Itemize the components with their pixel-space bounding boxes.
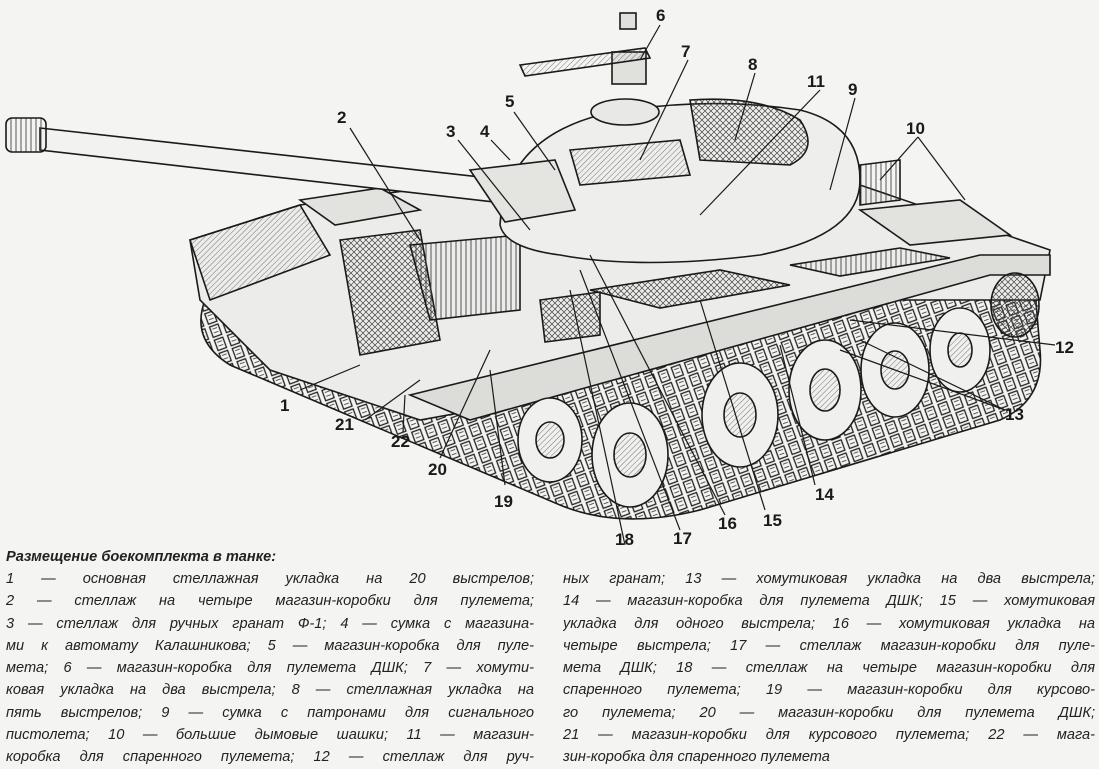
callout-20: 20 — [428, 460, 447, 479]
callout-8: 8 — [748, 55, 757, 74]
callout-22: 22 — [391, 432, 410, 451]
callout-21: 21 — [335, 415, 354, 434]
caption-line: 14 — магазин-коробка для пулемета ДШК; 1… — [563, 593, 1095, 610]
callout-16: 16 — [718, 514, 737, 533]
callout-3: 3 — [446, 122, 455, 141]
caption-title: Размещение боекомплекта в танке: — [6, 549, 277, 565]
figure-caption: Размещение боекомплекта в танке: 1 — осн… — [6, 546, 1096, 765]
caption-line: 1 — основная стеллажная укладка на 20 вы… — [6, 571, 534, 587]
tank-cutaway-illustration: 1 2 3 4 5 6 7 8 9 10 11 12 13 14 15 16 1… — [5, 6, 1074, 545]
callout-5: 5 — [505, 92, 514, 111]
tank-hull — [188, 169, 1051, 520]
caption-line: мета ДШК; 18 — стеллаж на четыре магазин… — [563, 660, 1095, 677]
callout-2: 2 — [337, 108, 346, 127]
callout-10: 10 — [906, 119, 925, 138]
caption-line: зин-коробка для спаренного пулемета — [563, 749, 830, 766]
callout-1: 1 — [280, 396, 289, 415]
callout-19: 19 — [494, 492, 513, 511]
callout-labels: 1 2 3 4 5 6 7 8 9 10 11 12 13 14 15 16 1… — [280, 6, 1074, 545]
callout-11: 11 — [807, 72, 825, 91]
caption-line: ми к автомату Калашникова; 5 — магазин-к… — [6, 637, 534, 654]
tank-turret — [499, 12, 901, 264]
caption-line: 2 — стеллаж на четыре магазин-коробки дл… — [6, 593, 534, 610]
caption-line: пять выстрелов; 9 — сумка с патронами дл… — [6, 704, 534, 721]
caption-line: го пулемета; 20 — магазин-коробки для пу… — [563, 704, 1095, 721]
caption-left-column: 1 — основная стеллажная укладка на 20 вы… — [6, 568, 534, 769]
caption-line: спаренного пулемета; 19 — магазин-коробк… — [563, 682, 1095, 699]
callout-6: 6 — [656, 6, 665, 25]
caption-line: ковая укладка на два выстрела; 8 — стелл… — [6, 682, 534, 699]
callout-14: 14 — [815, 485, 834, 504]
caption-line: 3 — стеллаж для ручных гранат Ф-1; 4 — с… — [6, 615, 534, 632]
caption-line: пистолета; 10 — большие дымовые шашки; 1… — [6, 727, 534, 744]
caption-line: 21 — магазин-коробки для курсового пулем… — [563, 727, 1095, 744]
callout-7: 7 — [681, 42, 690, 61]
callout-12: 12 — [1055, 338, 1074, 357]
caption-line: четыре выстрела; 17 — стеллаж магазин-ко… — [563, 637, 1095, 654]
callout-9: 9 — [848, 80, 857, 99]
leader-lines — [299, 24, 1056, 545]
callout-15: 15 — [763, 511, 782, 530]
main-gun — [5, 117, 577, 223]
caption-right-column: ных гранат; 13 — хомутиковая укладка на … — [563, 568, 1095, 769]
caption-line: укладка для одного выстрела; 16 — хомути… — [563, 615, 1095, 632]
callout-4: 4 — [480, 122, 490, 141]
caption-line: мета; 6 — магазин-коробка для пулемета Д… — [6, 660, 534, 677]
caption-line: ных гранат; 13 — хомутиковая укладка на … — [563, 571, 1095, 587]
callout-18: 18 — [615, 530, 634, 545]
callout-17: 17 — [673, 529, 692, 545]
caption-line: коробка для спаренного пулемета; 12 — ст… — [6, 749, 534, 766]
callout-13: 13 — [1005, 405, 1024, 424]
